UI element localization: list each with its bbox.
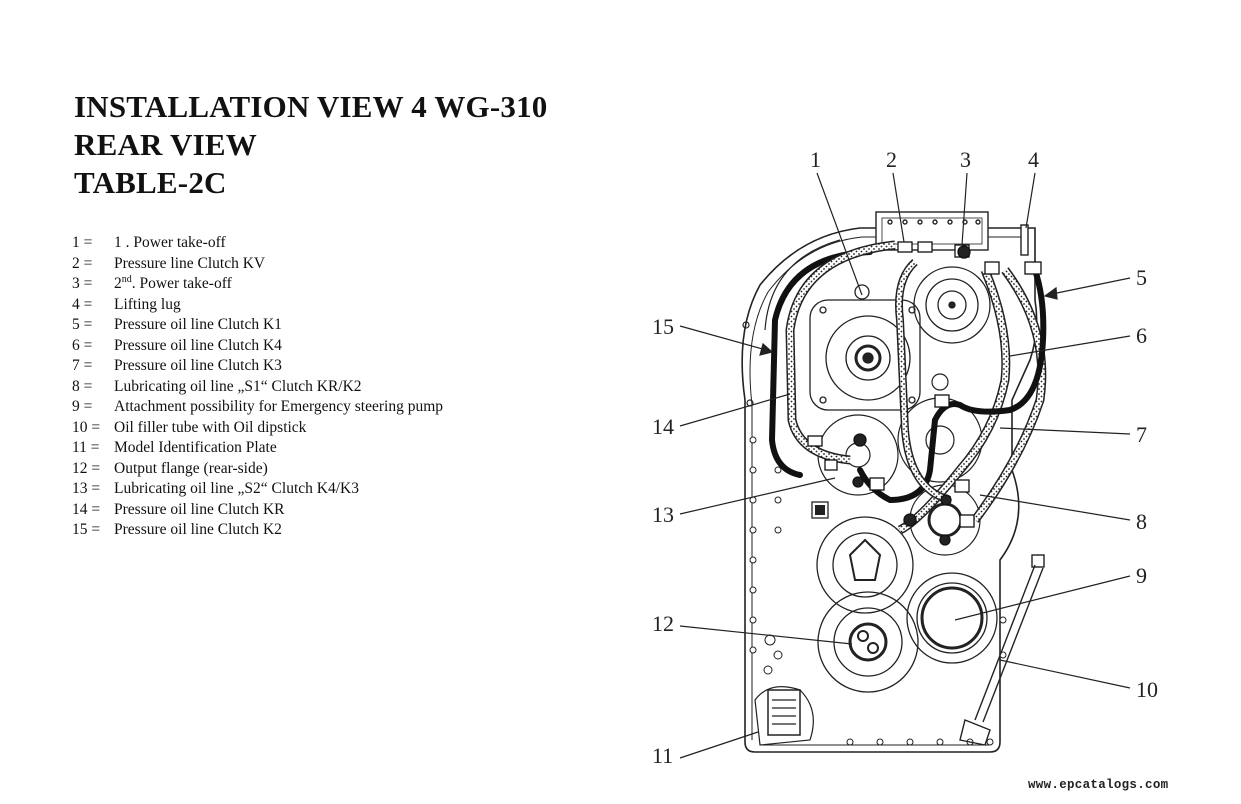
transmission-rear-view-diagram: 1 2 3 4 5 6 7 8 9 10 11 12 13 14 15	[652, 147, 1158, 768]
pressure-line-k4-braid	[898, 268, 1009, 533]
callout-12: 12	[652, 611, 674, 636]
title-line-1: INSTALLATION VIEW 4 WG-310	[74, 89, 548, 124]
callout-15: 15	[652, 314, 674, 339]
callout-5: 5	[1136, 265, 1147, 290]
callout-10: 10	[1136, 677, 1158, 702]
model-identification-plate	[754, 686, 814, 746]
top-cover-plate	[875, 211, 989, 251]
title-line-2: REAR VIEW	[74, 127, 257, 162]
callout-11: 11	[652, 743, 673, 768]
callout-8: 8	[1136, 509, 1147, 534]
callout-13: 13	[652, 502, 674, 527]
pressure-line-k1	[857, 267, 1047, 504]
side-bolts	[749, 436, 1007, 746]
callout-numbers: 1 2 3 4 5 6 7 8 9 10 11 12 13 14 15	[652, 147, 1158, 768]
pressure-line-k3-braid	[972, 268, 1045, 522]
lube-line-s1	[895, 259, 952, 504]
legend-item: 1 =1 . Power take-off	[72, 234, 226, 251]
emergency-pump-cover	[906, 572, 998, 664]
callout-6: 6	[1136, 323, 1147, 348]
legend-item: 5 =Pressure oil line Clutch K1	[72, 316, 282, 333]
lifting-lug	[1020, 224, 1029, 256]
legend-item: 13 =Lubricating oil line „S2“ Clutch K4/…	[72, 480, 359, 497]
legend-item: 6 =Pressure oil line Clutch K4	[72, 336, 282, 354]
legend-item: 4 =Lifting lug	[72, 295, 181, 313]
pressure-line-k2	[768, 249, 873, 478]
output-housings	[816, 516, 919, 693]
legend-item: 11 =Model Identification Plate	[72, 439, 277, 456]
page-title: INSTALLATION VIEW 4 WG-310 REAR VIEW TAB…	[74, 88, 547, 202]
hose-fittings	[807, 241, 1042, 546]
callout-1: 1	[810, 147, 821, 172]
callout-14: 14	[652, 414, 674, 439]
leader-lines	[679, 172, 1131, 759]
title-line-3: TABLE-2C	[74, 165, 227, 200]
legend-item: 15 =Pressure oil line Clutch K2	[72, 521, 282, 538]
callout-3: 3	[960, 147, 971, 172]
pto-1	[809, 284, 921, 411]
oil-filler-tube	[959, 554, 1045, 746]
watermark: www.epcatalogs.com	[1028, 778, 1169, 792]
legend-item: 7 =Pressure oil line Clutch K3	[72, 357, 282, 374]
callout-4: 4	[1028, 147, 1039, 172]
legend-item: 12 =Output flange (rear-side)	[72, 459, 268, 477]
callout-7: 7	[1136, 422, 1147, 447]
lube-line-s1-braid	[896, 260, 951, 503]
zf-logo	[811, 501, 829, 519]
legend-item: 2 =Pressure line Clutch KV	[72, 254, 266, 272]
legend-item: 3 =2nd. Power take-off	[72, 273, 232, 292]
parts-legend: 1 =1 . Power take-off 2 =Pressure line C…	[72, 233, 443, 541]
legend-item: 10 =Oil filler tube with Oil dipstick	[72, 418, 307, 436]
callout-2: 2	[886, 147, 897, 172]
pto-2	[913, 266, 991, 344]
legend-item: 8 =Lubricating oil line „S1“ Clutch KR/K…	[72, 377, 362, 395]
legend-item: 14 =Pressure oil line Clutch KR	[72, 500, 285, 518]
legend-item: 9 =Attachment possibility for Emergency …	[72, 398, 444, 415]
pressure-line-kr-braid	[786, 242, 896, 463]
callout-9: 9	[1136, 563, 1147, 588]
